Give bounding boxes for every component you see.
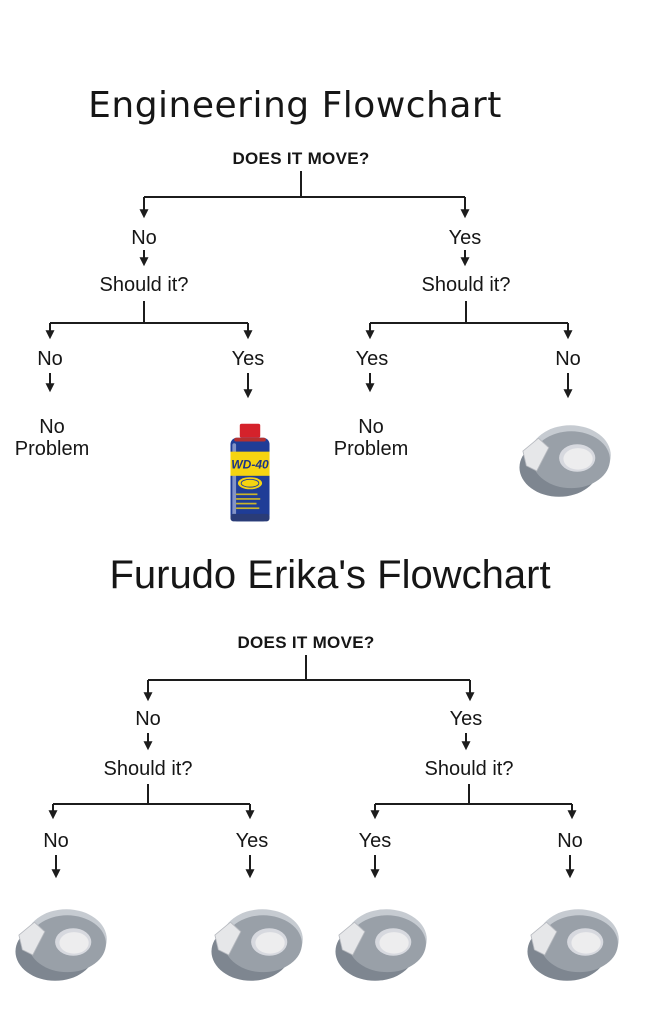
engineering-leaf-no: No: [37, 348, 63, 370]
furudo-leaf-yes-2: Yes: [358, 830, 392, 852]
duct-tape-image: [527, 908, 620, 982]
outcome-no-problem-left: No Problem: [14, 416, 90, 460]
engineering-leaf-no-2: No: [555, 348, 581, 370]
engineering-question-right: Should it?: [421, 274, 511, 296]
wd40-base: [230, 513, 270, 522]
furudo-flowchart-connectors: [48, 655, 577, 879]
furudo-branch-no: No: [135, 708, 161, 730]
furudo-question-right: Should it?: [424, 758, 514, 780]
engineering-question-left: Should it?: [99, 274, 189, 296]
furudo-title: Furudo Erika's Flowchart: [109, 553, 551, 597]
furudo-leaf-no: No: [43, 830, 69, 852]
duct-tape-image: [335, 908, 428, 982]
duct-tape-image: [211, 908, 304, 982]
wd40-shoulder: [234, 437, 266, 442]
engineering-flowchart-connectors: [45, 171, 573, 399]
engineering-leaf-yes-2: Yes: [355, 348, 389, 370]
engineering-leaf-yes: Yes: [231, 348, 265, 370]
wd40-label-text: WD-40: [231, 457, 269, 471]
wd40-label-band: [230, 451, 270, 476]
wd40-can-image: WD-40: [230, 423, 270, 522]
furudo-leaf-yes: Yes: [235, 830, 269, 852]
wd40-fine-print: [236, 493, 261, 510]
duct-tape-image: [519, 424, 612, 498]
engineering-branch-yes: Yes: [448, 227, 482, 249]
wd40-shield-ring: [240, 478, 260, 488]
duct-tape-image: [15, 908, 108, 982]
furudo-branch-yes: Yes: [449, 708, 483, 730]
engineering-root-question: DOES IT MOVE?: [232, 149, 370, 168]
furudo-leaf-no-2: No: [557, 830, 583, 852]
outcome-no-problem-right: No Problem: [333, 416, 409, 460]
engineering-branch-no: No: [131, 227, 157, 249]
furudo-question-left: Should it?: [103, 758, 193, 780]
furudo-root-question: DOES IT MOVE?: [237, 633, 375, 652]
wd40-cap: [239, 423, 261, 438]
engineering-title: Engineering Flowchart: [88, 85, 502, 126]
